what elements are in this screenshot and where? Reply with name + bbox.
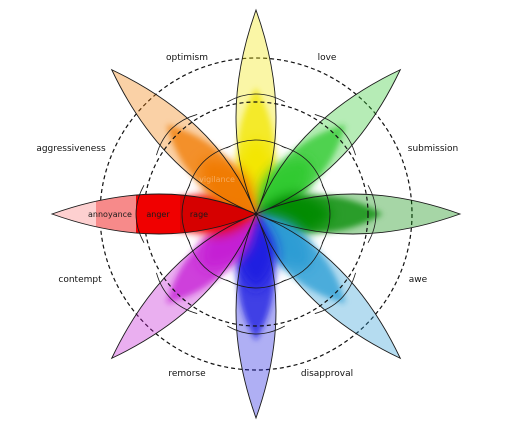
dyad-disapproval: disapproval bbox=[301, 369, 353, 379]
sadness-petal-outline bbox=[235, 212, 277, 420]
anger-petal-ring-2 bbox=[135, 185, 145, 243]
anger-label: anger bbox=[146, 210, 170, 219]
disgust-petal-ring-1 bbox=[188, 239, 231, 282]
trust-petal-outline bbox=[255, 68, 402, 215]
dyad-awe: awe bbox=[409, 275, 428, 285]
dyad-optimism: optimism bbox=[166, 53, 208, 63]
dyad-contempt: contempt bbox=[58, 275, 102, 285]
anticipation-petal-outline bbox=[110, 68, 257, 215]
anger-petal-ring-1 bbox=[181, 184, 191, 244]
anticipation-petal-ring-2 bbox=[156, 114, 198, 156]
outer-dashed-circle bbox=[99, 57, 413, 371]
petal-outlines-group bbox=[50, 8, 462, 420]
trust-petal-ring-2 bbox=[314, 114, 356, 156]
vigilance-label: vigilance bbox=[199, 175, 235, 184]
surprise-petal-outline bbox=[255, 213, 402, 360]
annoyance-label: annoyance bbox=[88, 210, 132, 219]
dyad-remorse: remorse bbox=[168, 369, 206, 379]
sadness-petal-ring-2 bbox=[227, 325, 285, 335]
fear-petal-ring-2 bbox=[367, 185, 377, 243]
fear-petal-ring-1 bbox=[321, 184, 331, 244]
surprise-petal-ring-1 bbox=[281, 239, 324, 282]
disgust-petal-ring-2 bbox=[156, 272, 198, 314]
dyad-submission: submission bbox=[408, 144, 458, 154]
anger-petal-outline bbox=[50, 193, 258, 235]
anticipation-petal-ring-1 bbox=[188, 146, 231, 189]
joy-petal-ring-1 bbox=[226, 139, 286, 149]
anger-band bbox=[136, 194, 180, 234]
trust-petal-ring-1 bbox=[281, 146, 324, 189]
joy-petal-outline bbox=[235, 8, 277, 216]
rage-label: rage bbox=[190, 210, 208, 219]
dyad-aggressiveness: aggressiveness bbox=[36, 144, 106, 154]
petals-group bbox=[52, 10, 460, 418]
joy-petal-ring-2 bbox=[227, 93, 285, 103]
fear-petal-outline bbox=[254, 193, 462, 235]
surprise-petal-ring-2 bbox=[314, 272, 356, 314]
sadness-petal-ring-1 bbox=[226, 279, 286, 289]
dyad-love: love bbox=[318, 53, 337, 63]
disgust-petal-outline bbox=[110, 213, 257, 360]
annoyance-band-inner bbox=[96, 194, 138, 234]
